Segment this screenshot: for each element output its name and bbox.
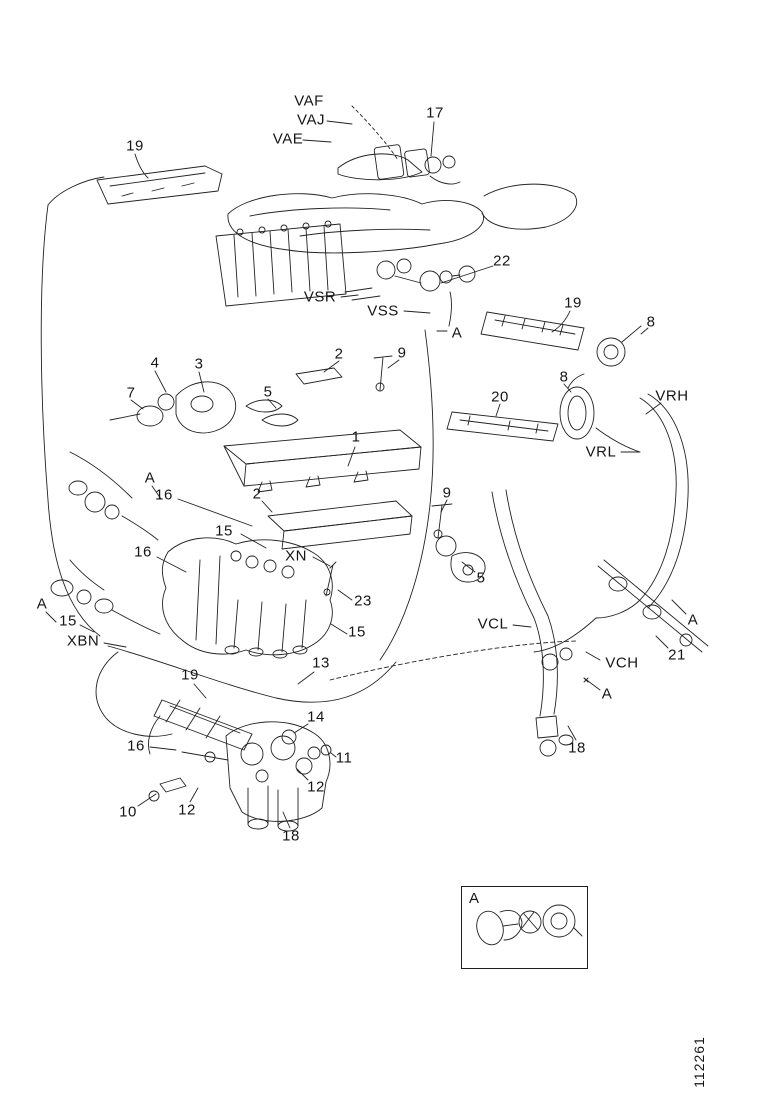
callout-18: 18 xyxy=(568,739,586,757)
sensor-cluster-5 xyxy=(435,535,486,583)
callout-1: 1 xyxy=(351,428,361,446)
vrh-vrl-hoses xyxy=(533,393,689,653)
part-13-14 xyxy=(281,671,315,745)
fuel-rail-main xyxy=(223,429,422,493)
sensor-row xyxy=(376,258,494,292)
inset-parts xyxy=(476,904,583,946)
callout-vrh: VRH xyxy=(655,387,689,405)
harness-boundary-left xyxy=(40,176,105,637)
bracket-2-bolt-9-upper xyxy=(295,355,400,392)
callout-vcl: VCL xyxy=(477,615,509,633)
injector-bank xyxy=(156,533,353,659)
bracket-rail-bottom-left xyxy=(148,683,253,755)
callout-15: 15 xyxy=(348,623,366,641)
vsr-vss-brackets xyxy=(340,287,452,332)
callout-a: A xyxy=(144,469,156,487)
callout-12: 12 xyxy=(178,801,196,819)
callout-9: 9 xyxy=(442,484,452,502)
detail-inset: A xyxy=(461,886,588,969)
inset-label: A xyxy=(469,890,480,907)
callout-a: A xyxy=(451,324,463,342)
vcl-vch-hoses xyxy=(491,489,601,757)
engine-outline-sweep xyxy=(329,329,579,681)
callout-a: A xyxy=(36,595,48,613)
callout-21: 21 xyxy=(668,646,686,664)
right-diagonal-tube xyxy=(597,559,709,653)
callout-12: 12 xyxy=(307,778,325,796)
callout-a: A xyxy=(687,611,699,629)
callout-vch: VCH xyxy=(605,654,639,672)
callout-vrl: VRL xyxy=(585,443,617,461)
callout-vsr: VSR xyxy=(303,288,337,306)
callout-10: 10 xyxy=(119,803,137,821)
callout-19: 19 xyxy=(181,666,199,684)
callout-19: 19 xyxy=(564,294,582,312)
callout-23: 23 xyxy=(354,592,372,610)
callout-xbn: XBN xyxy=(66,632,100,650)
callout-14: 14 xyxy=(307,708,325,726)
callout-15: 15 xyxy=(215,522,233,540)
callout-vss: VSS xyxy=(367,302,399,320)
callout-4: 4 xyxy=(150,354,160,372)
callout-16: 16 xyxy=(134,543,152,561)
callout-2: 2 xyxy=(334,345,344,363)
callout-5: 5 xyxy=(263,383,273,401)
callout-20: 20 xyxy=(491,388,509,406)
callout-9: 9 xyxy=(397,344,407,362)
callout-17: 17 xyxy=(426,104,444,122)
solenoid-valve-group xyxy=(302,105,461,185)
callout-22: 22 xyxy=(493,252,511,270)
callout-18: 18 xyxy=(282,827,300,845)
callout-11: 11 xyxy=(335,749,353,767)
bracket-20 xyxy=(446,403,559,442)
callout-5: 5 xyxy=(476,569,486,587)
figure-number: 112261 xyxy=(691,1036,707,1088)
callout-xn: XN xyxy=(285,547,307,565)
callout-19: 19 xyxy=(126,137,144,155)
pump-assembly xyxy=(137,721,337,832)
left-connector-chain xyxy=(45,451,253,635)
callout-15: 15 xyxy=(59,612,77,630)
ring-clamp xyxy=(559,373,595,440)
callout-vae: VAE xyxy=(272,130,304,148)
callout-3: 3 xyxy=(194,355,204,373)
valve-cover-assembly xyxy=(227,153,578,254)
callout-vaf: VAF xyxy=(294,92,324,110)
left-pump-cluster xyxy=(109,370,299,434)
callout-8: 8 xyxy=(559,368,569,386)
callout-13: 13 xyxy=(312,654,330,672)
fuel-rail-lower xyxy=(261,499,453,550)
callout-a: A xyxy=(601,685,613,703)
cylinder-head-block xyxy=(215,220,347,307)
sensor-rail-right xyxy=(480,310,649,367)
xbn-harness xyxy=(95,642,397,737)
callout-16: 16 xyxy=(127,737,145,755)
callout-16: 16 xyxy=(155,486,173,504)
callout-2: 2 xyxy=(252,485,262,503)
callout-8: 8 xyxy=(646,313,656,331)
callout-vaj: VAJ xyxy=(297,111,325,129)
callout-7: 7 xyxy=(126,384,136,402)
bracket-rail-top-left xyxy=(96,153,223,205)
